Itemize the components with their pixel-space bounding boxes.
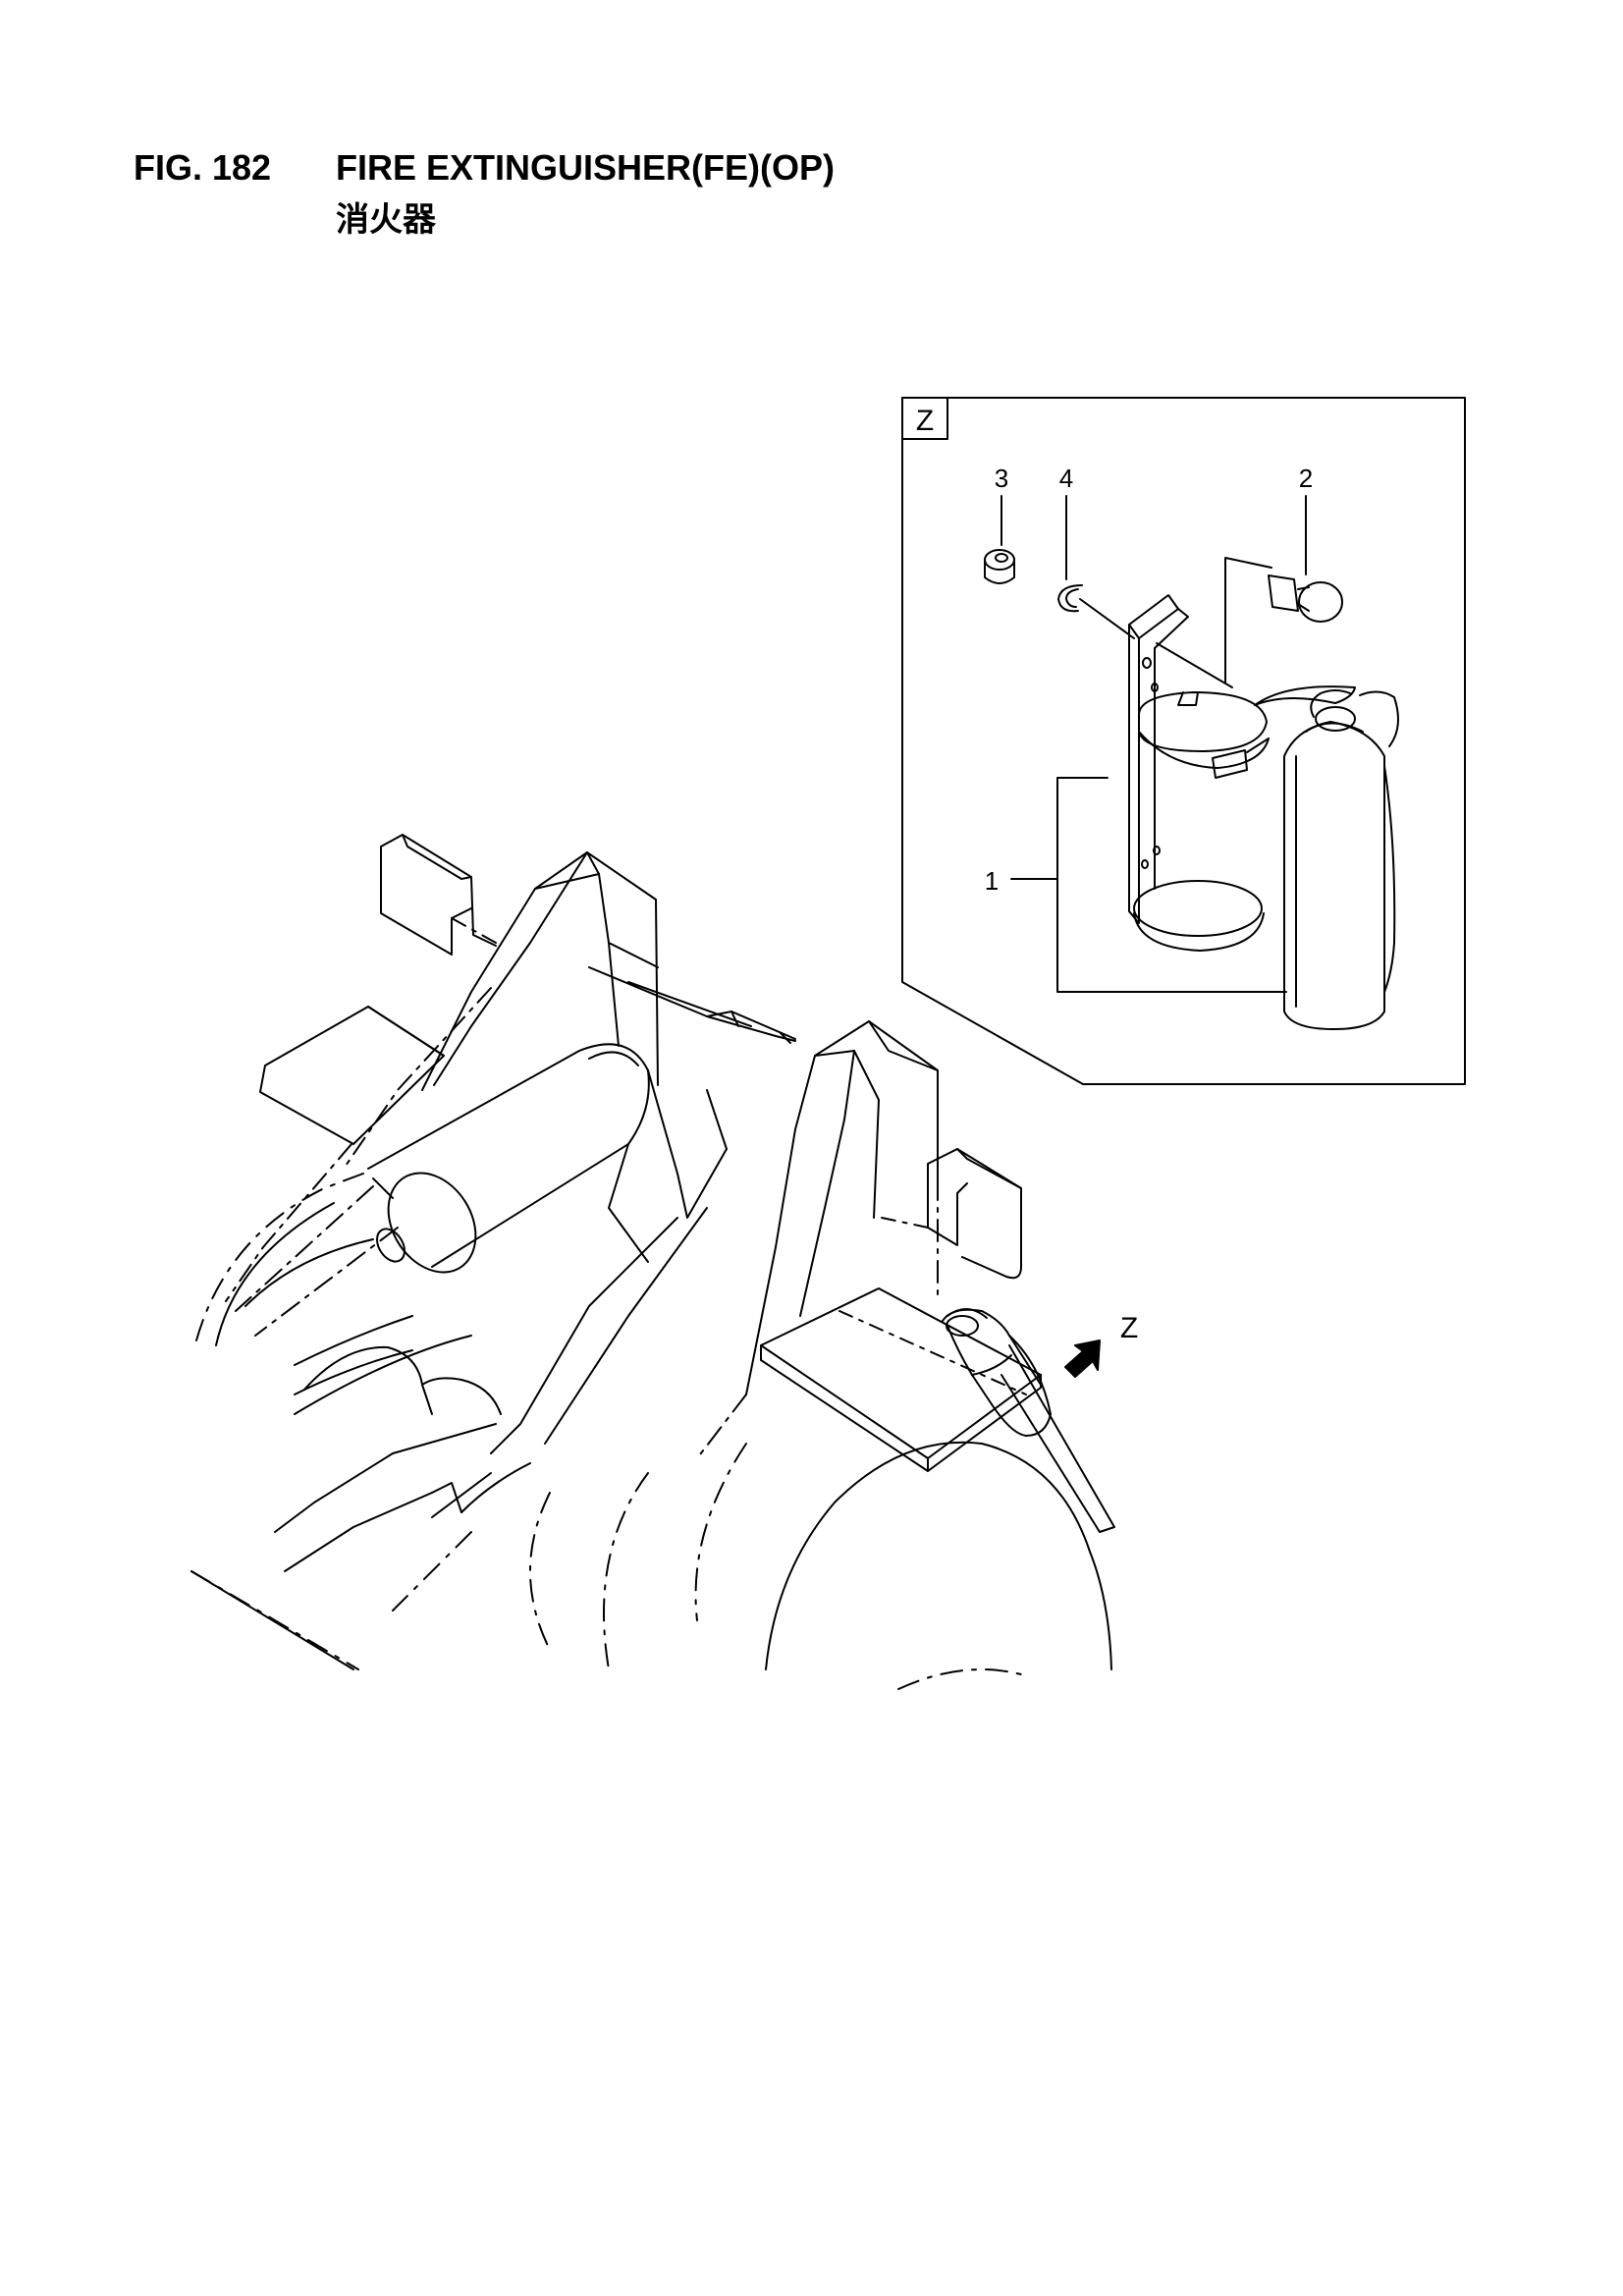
bolt-part-2 (1268, 574, 1343, 623)
callout-3: 3 (995, 464, 1008, 493)
figure-subtitle: 消火器 (336, 200, 436, 240)
figure-number: FIG. 182 (134, 147, 272, 188)
detail-view-z: Z 3 4 2 1 (901, 397, 1466, 1085)
step-plate (760, 1287, 1042, 1459)
leader-hole (1156, 642, 1233, 688)
leader-bolt-to-bracket (1224, 557, 1272, 683)
view-arrow-z (1064, 1339, 1101, 1378)
leader-1 (1010, 777, 1287, 993)
callout-4: 4 (1059, 464, 1073, 493)
detail-label-box (901, 397, 948, 440)
callout-2: 2 (1299, 464, 1313, 493)
figure-title: FIRE EXTINGUISHER(FE)(OP) (336, 147, 836, 188)
leader-washer (1079, 598, 1135, 639)
detail-label: Z (916, 405, 934, 437)
fire-extinguisher-bottle (1254, 685, 1399, 1030)
bracket-part-1 (1128, 594, 1270, 952)
nut-part-3 (984, 549, 1015, 584)
view-arrow-label: Z (1120, 1312, 1138, 1344)
washer-part-4 (1057, 584, 1083, 613)
callout-1: 1 (985, 866, 999, 896)
mounted-fire-extinguisher (942, 1308, 1115, 1533)
machine-frame-view: Z (190, 834, 1138, 1690)
detail-frame (901, 397, 1466, 1085)
